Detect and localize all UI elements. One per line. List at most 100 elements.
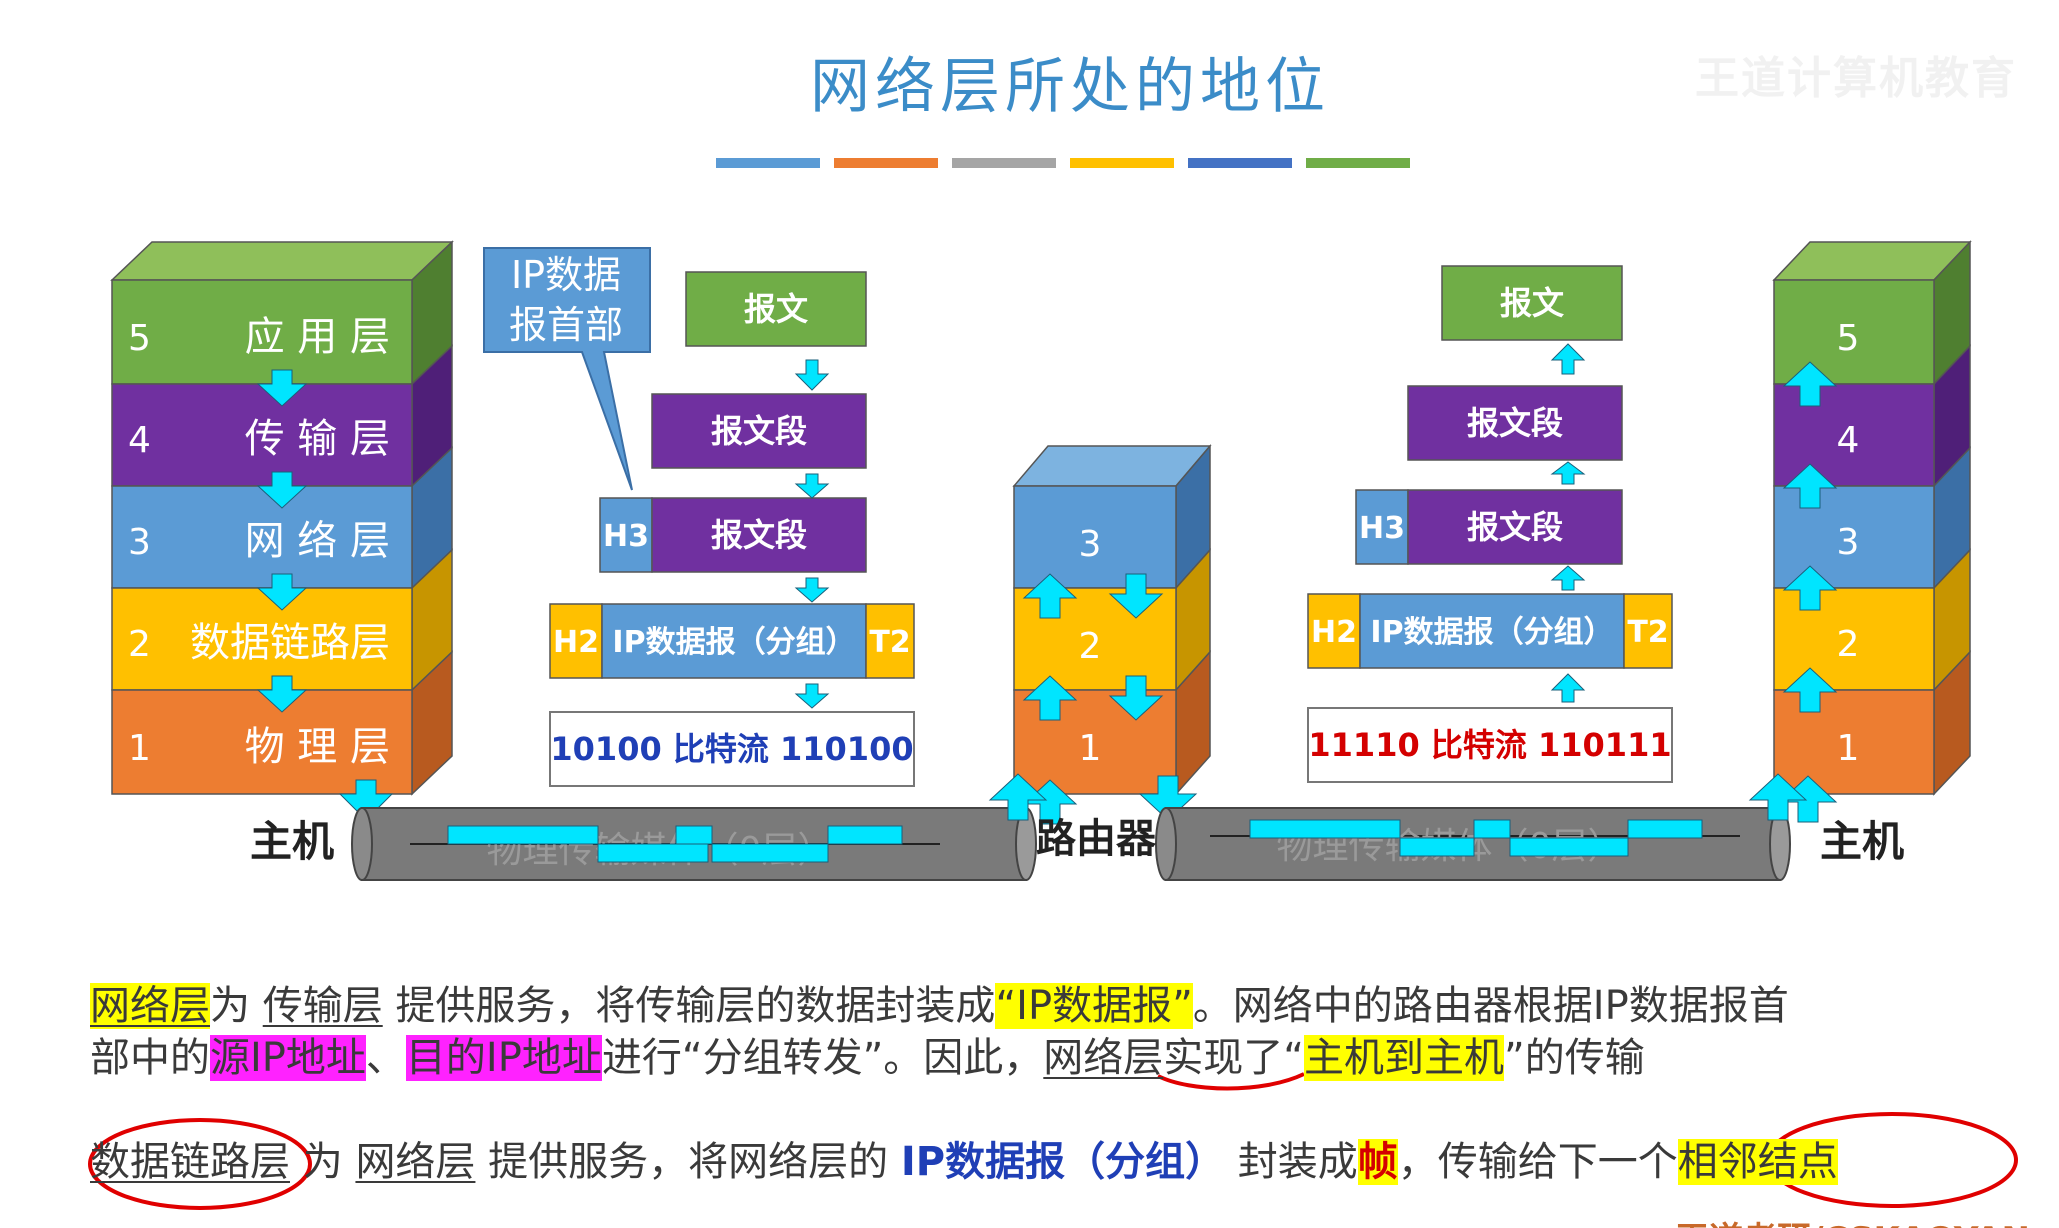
signal-bar [1399,837,1475,857]
sender-message-box [685,271,867,347]
right-layer-5-num: 5 [1837,318,1860,359]
paragraph-2: 数据链路层 为 网络层 提供服务，将网络层的 IP数据报（分组） 封装成帧，传输… [90,1136,1838,1188]
watermark: 王道计算机教育 [1695,53,2017,104]
up-arrow-icon [1022,573,1078,619]
p2-text: 为 [302,1139,343,1185]
p1-network-layer-2: 网络层 [1043,1035,1164,1081]
p1-text: 提供服务，将传输层的数据封装成 [395,983,996,1029]
receiver-segment2-label: 报文段 [1467,508,1563,546]
receiver-h3-box [1355,489,1409,565]
router-layer-1-num: 1 [1079,728,1102,769]
left-layer-4-num: 4 [128,420,151,461]
signal-bar [447,825,599,845]
left-layer-1-num: 1 [128,728,151,769]
sender-encapsulation: 报文 报文段 H3 报文段 H2 IP数据报（分组） T2 10100 比特流 … [549,271,915,787]
slide-title: 网络层所处的地位 [810,52,1330,122]
down-arrow-icon [794,577,830,603]
receiver-bits-box [1307,707,1673,783]
right-layer-1-num: 1 [1837,728,1860,769]
sender-datagram-label: IP数据报（分组） [612,625,855,660]
callout-shape [483,247,651,491]
router-label: 路由器 [1036,816,1157,862]
p1-text: 。网络中的路由器根据IP数据报首 [1192,983,1789,1029]
left-layer-5-num: 5 [128,318,151,359]
right-layer-2-num: 2 [1837,624,1860,665]
down-arrow-icon [1108,573,1164,619]
up-arrow-icon [1022,675,1078,721]
red-circle-mark [88,1118,312,1210]
signal-bar [1249,819,1401,839]
footer-watermark: 王道考研/CSKAOYAN [1675,1212,2030,1228]
signal-bar [1509,837,1629,857]
p1-transport-layer: 传输层 [262,983,383,1029]
left-layer-4 [111,383,413,487]
receiver-datagram-label: IP数据报（分组） [1370,615,1613,650]
p1-network-layer: 网络层 [90,983,210,1029]
bit-signals-left [447,825,903,863]
receiver-datagram-box [1359,593,1625,669]
signal-bar [1627,819,1703,839]
receiver-h3-label: H3 [1359,511,1405,546]
receiver-t2-label: T2 [1627,615,1668,650]
color-bar [716,158,1410,168]
down-arrow-icon [256,369,308,407]
receiver-h2-label: H2 [1311,615,1357,650]
signal-bar [675,825,713,845]
p1-src-ip: 源IP地址 [210,1035,366,1081]
left-layer-3-name: 网 络 层 [245,518,390,564]
down-arrow-icon [256,675,308,713]
right-layer-4-num: 4 [1837,420,1860,461]
receiver-t2-box [1623,593,1673,669]
p1-text: 实现了“ [1163,1035,1305,1081]
router-layer-3-num: 3 [1079,524,1102,565]
left-host-top-face [110,241,454,281]
sender-h3-label: H3 [603,519,649,554]
right-up-arrows [1778,361,1838,823]
left-host-stack: 5 应 用 层 4 传 输 层 3 网 络 层 2 数据链路层 1 物 理 层 [110,240,454,821]
up-arrow-icon [1782,463,1838,509]
down-arrow-icon [794,359,830,391]
sender-h2-label: H2 [553,625,599,660]
p2-ip-datagram: IP数据报（分组） [900,1139,1226,1185]
receiver-arrows [1550,343,1586,703]
left-layer-4-name: 传 输 层 [245,416,390,462]
sender-datagram-box [601,603,867,679]
sender-segment-box [651,393,867,469]
up-arrow-icon [1748,773,1808,821]
up-arrow-icon [1550,565,1586,591]
left-layer-2-name: 数据链路层 [190,620,390,666]
signal-bar [827,825,903,845]
router-layer-3 [1013,485,1177,589]
left-layer-3-num: 3 [128,522,151,563]
callout-line2: 报首部 [509,303,623,347]
router-layer-2-num: 2 [1079,626,1102,667]
sender-t2-label: T2 [869,625,910,660]
p1-dst-ip: 目的IP地址 [405,1035,602,1081]
p2-network-layer: 网络层 [355,1139,476,1185]
color-bar-segment [716,158,820,168]
signal-bar [597,843,709,863]
receiver-segment-label: 报文段 [1467,404,1563,442]
color-bar-segment [834,158,938,168]
up-arrow-icon [1782,667,1838,713]
ip-header-callout: IP数据 报首部 [483,247,651,491]
receiver-message-label: 报文 [1500,284,1564,322]
paragraph-1: 网络层为 传输层 提供服务，将传输层的数据封装成“IP数据报”。网络中的路由器根… [90,980,1789,1032]
up-arrow-icon [1782,565,1838,611]
p1-text: 进行“分组转发”。因此， [601,1035,1044,1081]
left-down-arrows [256,369,394,821]
signal-bar [1473,819,1511,839]
sender-t2-box [865,603,915,679]
sender-message-label: 报文 [744,290,808,328]
left-layer-1-name: 物 理 层 [245,724,390,770]
left-host-label: 主机 [250,817,334,866]
receiver-segment-box [1407,385,1623,461]
p1-text: ”的传输 [1504,1035,1645,1081]
color-bar-segment [1306,158,1410,168]
medium-left: 物理传输媒体（0层） [351,807,1037,881]
paragraph-1-line2: 部中的源IP地址、目的IP地址进行“分组转发”。因此，网络层实现了“主机到主机”… [90,1032,1645,1084]
left-layer-5-name: 应 用 层 [245,314,390,360]
sender-segment2-label: 报文段 [711,516,807,554]
p2-text: 提供服务，将网络层的 [488,1139,889,1185]
